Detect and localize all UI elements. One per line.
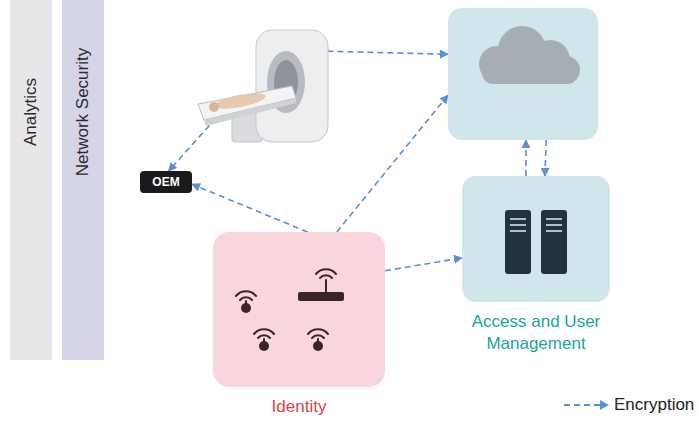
encrypted-link xyxy=(327,51,448,54)
analytics-band: Analytics xyxy=(10,0,52,360)
legend-label: Encryption xyxy=(614,395,694,415)
ct-scanner-node xyxy=(196,28,330,144)
group-heading: Access and User Management xyxy=(451,311,621,355)
encrypted-link xyxy=(385,258,462,271)
wireless-icons xyxy=(236,269,344,351)
router-icon xyxy=(298,269,344,301)
server-box: Access and User Management xyxy=(462,176,610,302)
legend: Encryption xyxy=(560,392,695,418)
server-icons xyxy=(505,210,567,274)
encrypted-link xyxy=(525,140,527,176)
ct-scanner xyxy=(198,30,328,142)
encrypted-link xyxy=(192,184,308,232)
encrypted-link xyxy=(545,140,546,176)
group-heading: Identity xyxy=(213,396,385,418)
legend-dashed-arrow xyxy=(560,392,610,418)
band-label: Network Security xyxy=(73,48,93,176)
identity-box: Identity xyxy=(213,232,385,387)
cloud-icon xyxy=(479,26,580,84)
encrypted-link xyxy=(337,95,448,232)
encrypted-link xyxy=(169,125,210,171)
band-label: Analytics xyxy=(21,78,41,146)
network-security-band: Network Security xyxy=(62,0,104,360)
oem-box: OEM xyxy=(140,171,192,193)
box-label: OEM xyxy=(152,175,179,189)
cloud-box xyxy=(448,8,598,140)
